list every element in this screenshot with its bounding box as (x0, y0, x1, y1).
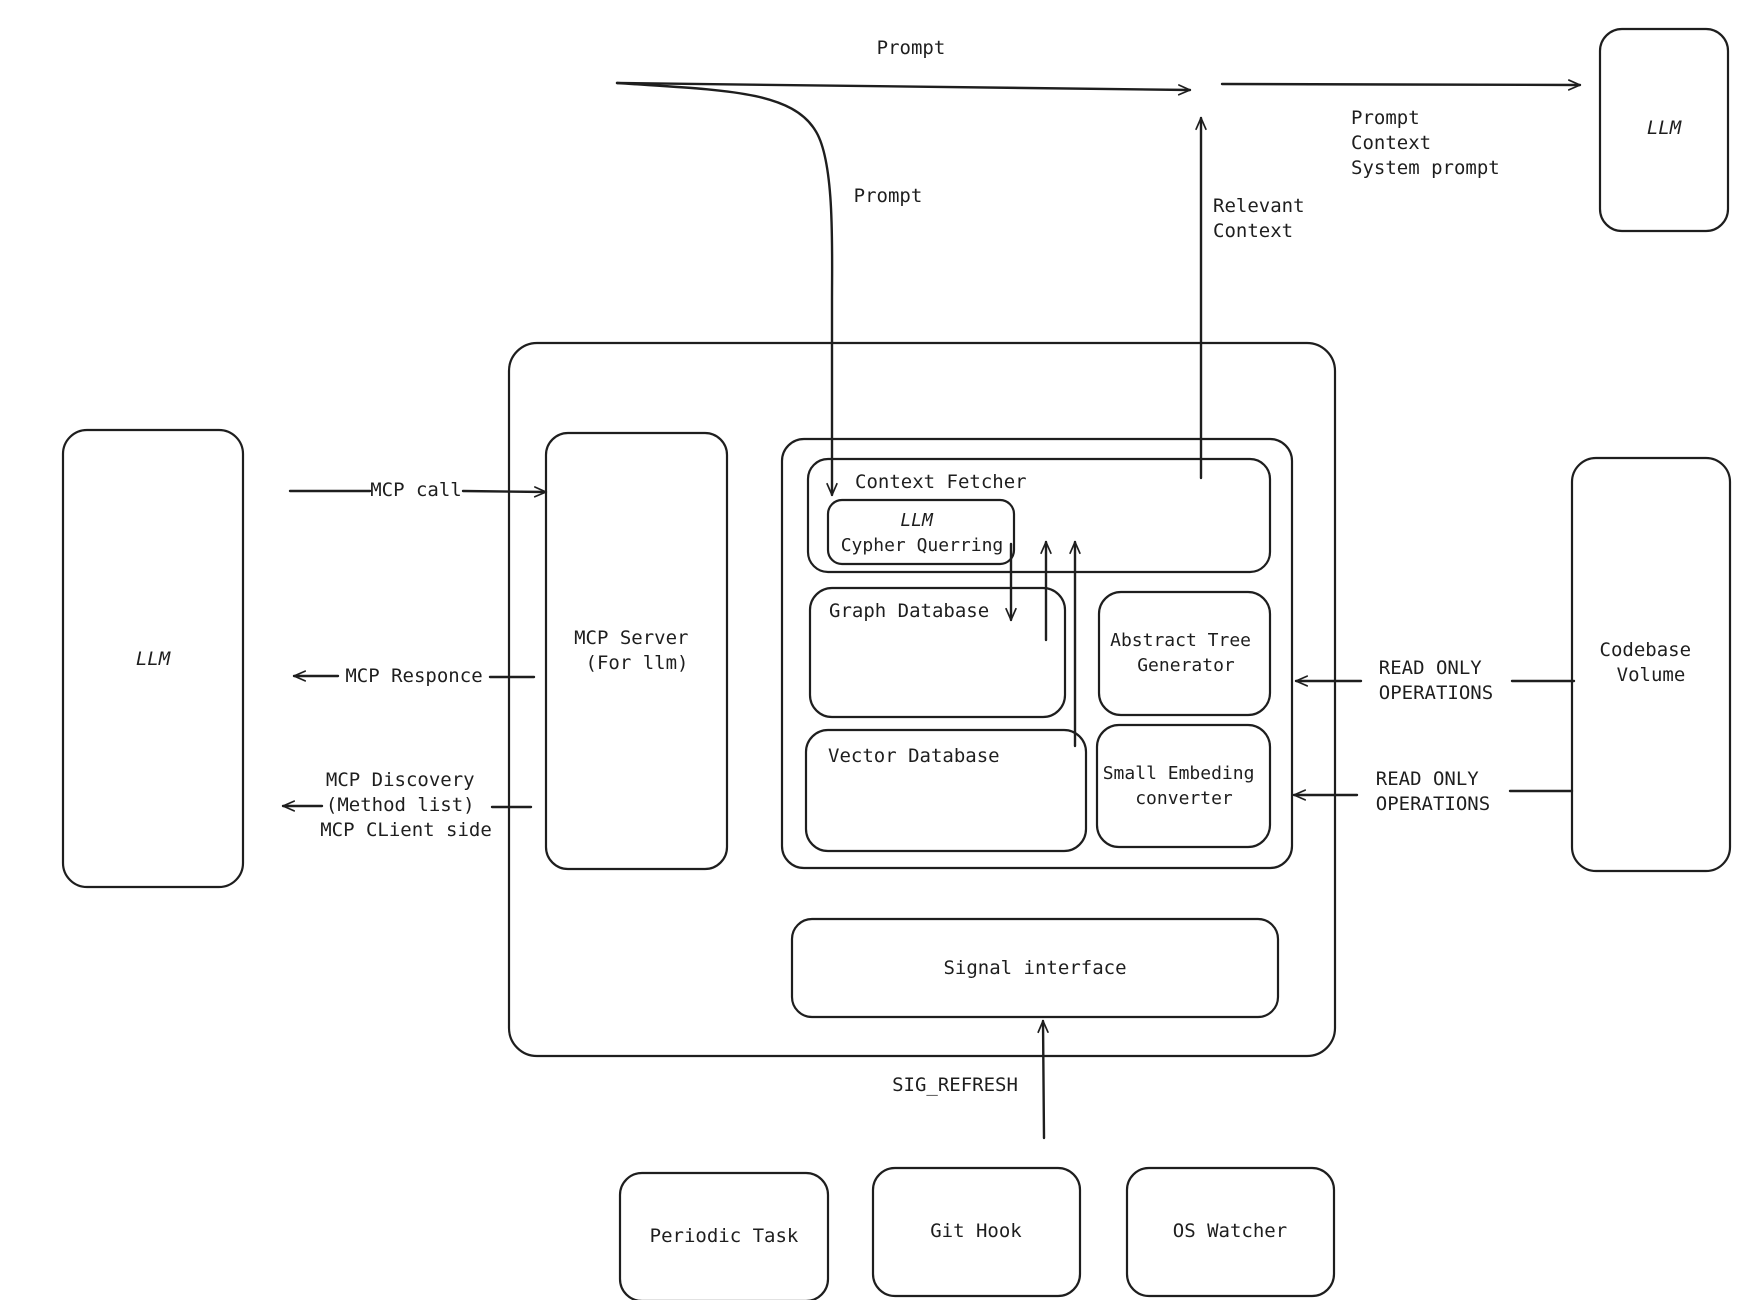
periodic-task-box (618, 1171, 830, 1300)
llm-cypher-line-2: Cypher Querring (841, 535, 1004, 556)
sig-refresh-label: SIG_REFRESH (892, 1074, 1018, 1096)
abstract-tree-box (1097, 590, 1272, 717)
read-only-2-line-2: OPERATIONS (1376, 793, 1490, 815)
llm-cypher-line-1: LLM (900, 510, 934, 531)
os-watcher-label: OS Watcher (1173, 1220, 1287, 1242)
mcp-discovery-line-1: MCP Discovery (326, 769, 475, 791)
vector-database-box (804, 728, 1088, 853)
mcp-server-box (544, 431, 729, 871)
llm-left-label: LLM (136, 648, 171, 670)
signal-interface-box (790, 917, 1280, 1019)
mcp-server-line-2: (For llm) (586, 652, 689, 674)
context-fetcher-label: Context Fetcher (855, 471, 1027, 493)
llm-right-label: LLM (1647, 117, 1682, 139)
read-only-1-label: READ ONLY OPERATIONS (1379, 657, 1493, 704)
output-arrow (1220, 79, 1582, 91)
abstract-tree-label: Abstract Tree Generator (1110, 630, 1262, 676)
mcp-response-label: MCP Responce (345, 665, 482, 687)
mcp-server-line-1: MCP Server (574, 627, 688, 649)
relevant-context-line-1: Relevant (1213, 195, 1305, 217)
mcp-discovery-line-2: (Method list) (326, 794, 475, 816)
output-label-system-prompt: System prompt (1351, 157, 1500, 179)
read-only-1-line-1: READ ONLY (1379, 657, 1483, 679)
context-group-box (780, 437, 1294, 870)
read-only-1-line-2: OPERATIONS (1379, 682, 1493, 704)
relevant-context-line-2: Context (1213, 220, 1293, 242)
llm-left-box (61, 428, 245, 889)
main-container (507, 341, 1337, 1058)
mcp-discovery-label: MCP Discovery (Method list) MCP CLient s… (320, 769, 492, 841)
codebase-line-2: Volume (1617, 664, 1686, 686)
llm-cypher-box (826, 498, 1016, 566)
abstract-tree-line-2: Generator (1137, 655, 1235, 676)
codebase-label: Codebase Volume (1600, 639, 1703, 686)
prompt-down-label: Prompt (854, 185, 923, 207)
sig-refresh-arrow (1037, 1019, 1049, 1140)
mcp-server-label: MCP Server (For llm) (574, 627, 700, 674)
git-hook-label: Git Hook (930, 1220, 1022, 1242)
signal-interface-label: Signal interface (943, 957, 1126, 979)
graph-database-label: Graph Database (829, 600, 989, 622)
output-label-prompt: Prompt (1351, 107, 1420, 129)
git-hook-box (871, 1166, 1082, 1298)
read-only-2-line-1: READ ONLY (1376, 768, 1480, 790)
prompt-label: Prompt (877, 37, 946, 59)
abstract-tree-line-1: Abstract Tree (1110, 630, 1251, 651)
llm-right-box (1598, 27, 1730, 233)
graph-database-box (808, 586, 1067, 719)
vector-database-label: Vector Database (828, 745, 1000, 767)
relevant-context-label: Relevant Context (1213, 195, 1316, 242)
read-only-2-label: READ ONLY OPERATIONS (1376, 768, 1490, 815)
embedding-line-1: Small Embeding (1103, 763, 1255, 784)
prompt-arrow (615, 81, 1192, 96)
embedding-converter-box (1095, 723, 1272, 849)
mcp-call-arrow (461, 486, 548, 498)
context-fetcher-box (806, 457, 1272, 574)
mcp-call-label: MCP call (370, 479, 462, 501)
periodic-task-label: Periodic Task (650, 1225, 799, 1247)
embedding-line-2: converter (1135, 788, 1233, 809)
llm-cypher-label: LLM Cypher Querring (841, 510, 1004, 556)
prompt-down-arrow (615, 81, 838, 497)
output-labels: Prompt Context System prompt (1351, 107, 1500, 179)
codebase-volume-box (1570, 456, 1732, 873)
os-watcher-box (1125, 1166, 1336, 1298)
codebase-line-1: Codebase (1600, 639, 1692, 661)
embedding-label: Small Embeding converter (1103, 763, 1266, 809)
mcp-discovery-line-3: MCP CLient side (320, 819, 492, 841)
output-label-context: Context (1351, 132, 1431, 154)
